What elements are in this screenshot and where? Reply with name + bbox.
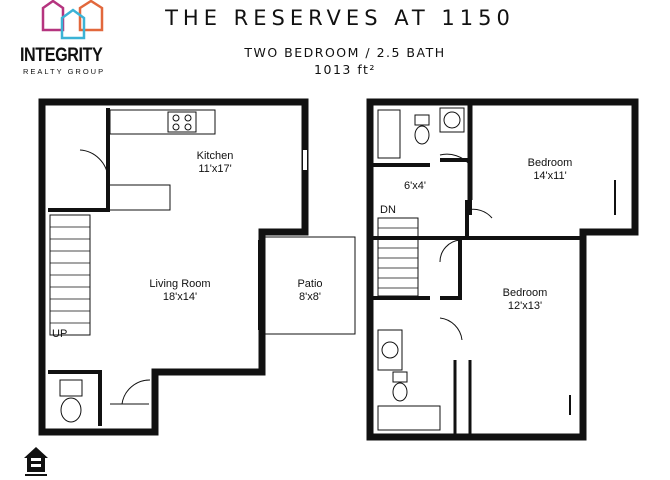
floor1-plan bbox=[38, 98, 356, 436]
room-bedroom-1: Bedroom 14'x11' bbox=[510, 157, 590, 183]
logo-name: INTEGRITY bbox=[20, 45, 103, 66]
room-hall: 6'x4' bbox=[404, 180, 426, 192]
property-title: THE RESERVES AT 1150 bbox=[165, 6, 515, 30]
equal-housing-icon bbox=[24, 447, 48, 476]
logo-tagline: REALTY GROUP bbox=[23, 67, 106, 76]
stairs-up-label: UP bbox=[52, 328, 68, 340]
room-size: 14'x11' bbox=[533, 170, 567, 182]
room-living: Living Room 18'x14' bbox=[135, 278, 225, 304]
room-name: Bedroom bbox=[527, 157, 573, 169]
unit-type: TWO BEDROOM / 2.5 BATH bbox=[244, 45, 446, 60]
room-name: Patio bbox=[297, 278, 323, 290]
room-name: Bedroom bbox=[502, 287, 548, 299]
floor2-plan bbox=[366, 98, 639, 441]
room-size: 18'x14' bbox=[162, 291, 198, 303]
room-name: Kitchen bbox=[196, 150, 234, 162]
stove bbox=[167, 111, 197, 133]
room-patio: Patio 8'x8' bbox=[285, 278, 335, 304]
stairs-down bbox=[377, 217, 419, 297]
logo-houses-icon bbox=[41, 0, 104, 40]
room-size: 11'x17' bbox=[198, 163, 232, 175]
room-bedroom-2: Bedroom 12'x13' bbox=[485, 287, 565, 313]
room-size: 12'x13' bbox=[507, 300, 543, 312]
unit-area: 1013 ft² bbox=[314, 62, 376, 77]
stairs-down-label: DN bbox=[380, 204, 396, 216]
room-kitchen: Kitchen 11'x17' bbox=[180, 150, 250, 176]
room-size: 8'x8' bbox=[299, 291, 321, 303]
room-name: Living Room bbox=[149, 278, 211, 290]
patio-outline bbox=[261, 236, 356, 335]
